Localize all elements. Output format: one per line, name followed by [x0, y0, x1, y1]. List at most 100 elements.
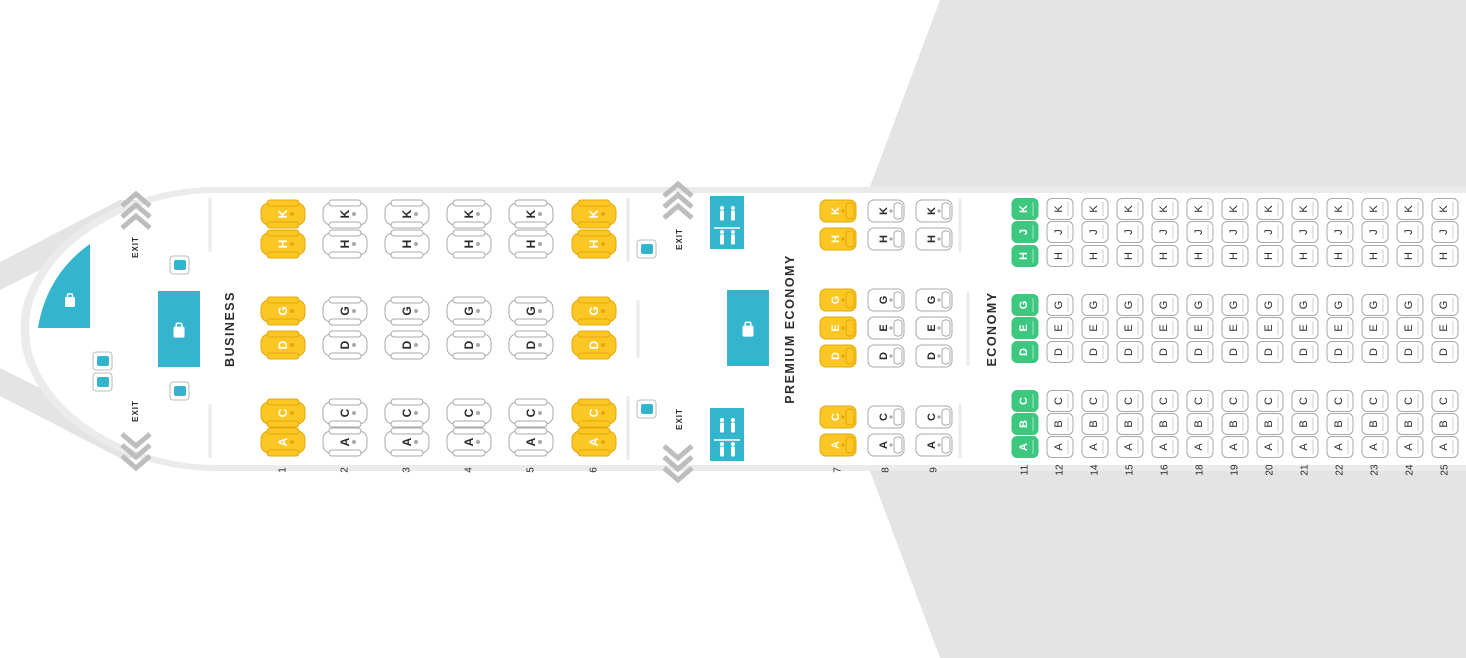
seat-letter: K: [1263, 205, 1275, 213]
business-seat-C: C: [508, 398, 554, 428]
economy-seat-B: B: [1151, 413, 1179, 435]
row-number: 9: [929, 467, 940, 473]
row-number: 20: [1265, 464, 1276, 476]
seat-letter: G: [1088, 301, 1100, 310]
seat-letter: H: [926, 235, 938, 243]
seat-letter: C: [1403, 397, 1415, 405]
seat-letter: G: [878, 296, 890, 305]
seat-letter: C: [400, 408, 414, 417]
economy-seat-D: D: [1361, 341, 1389, 363]
seat-letter: D: [830, 352, 842, 360]
seat-letter: E: [1438, 324, 1450, 331]
seat-letter: K: [1403, 205, 1415, 213]
seat-letter: G: [524, 306, 538, 315]
seat-letter: A: [878, 441, 890, 449]
seat-letter: K: [1438, 205, 1450, 213]
seat-letter: A: [1193, 443, 1205, 451]
business-seat-A: A: [571, 427, 617, 457]
seat-letter: H: [1298, 252, 1310, 260]
seat-letter: A: [462, 437, 476, 446]
seat-letter: B: [1333, 420, 1345, 427]
economy-seat-H: H: [1186, 245, 1214, 267]
business-seat-H: H: [384, 229, 430, 259]
seat-letter: H: [1333, 252, 1345, 260]
exit-chevron-icon: [662, 444, 694, 484]
seat-letter: H: [276, 240, 290, 249]
economy-seat-G: G: [1291, 294, 1319, 316]
row-number: 19: [1230, 464, 1241, 476]
business-seat-K: K: [260, 199, 306, 229]
premium-seat-G: G: [819, 288, 857, 312]
seat-letter: K: [1228, 205, 1240, 213]
business-seat-D: D: [384, 330, 430, 360]
seat-letter: A: [1123, 443, 1135, 451]
exit-chevron-icon: [120, 190, 152, 230]
seat-letter: C: [926, 413, 938, 421]
seat-letter: J: [1053, 229, 1065, 235]
seat-letter: D: [524, 340, 538, 349]
seat-letter: J: [1018, 229, 1030, 235]
seat-letter: D: [878, 352, 890, 360]
economy-seat-J: J: [1151, 221, 1179, 243]
seat-letter: D: [587, 340, 601, 349]
economy-seat-J: J: [1361, 221, 1389, 243]
wing-top: [868, 0, 1466, 192]
premium-seat-K: K: [867, 199, 905, 223]
seat-letter: C: [1158, 397, 1170, 405]
premium-seat-H: H: [819, 227, 857, 251]
economy-seat-E: E: [1431, 317, 1459, 339]
seat-letter: G: [1298, 301, 1310, 310]
seat-letter: K: [1018, 205, 1030, 213]
crew-seat-icon: [169, 381, 190, 401]
seat-letter: H: [587, 240, 601, 249]
business-seat-C: C: [571, 398, 617, 428]
seat-letter: B: [1368, 420, 1380, 427]
economy-seat-H: H: [1221, 245, 1249, 267]
person-glyph: [720, 418, 724, 433]
business-seat-G: G: [508, 296, 554, 326]
economy-seat-D: D: [1011, 341, 1039, 363]
seat-letter: A: [1018, 443, 1030, 451]
economy-seat-G: G: [1046, 294, 1074, 316]
seat-letter: H: [830, 235, 842, 243]
person-glyph: [720, 230, 724, 245]
economy-seat-A: A: [1221, 436, 1249, 458]
seat-letter: K: [878, 207, 890, 215]
seat-letter: G: [1263, 301, 1275, 310]
seat-letter: K: [830, 207, 842, 215]
row-number: 18: [1195, 464, 1206, 476]
seat-letter: G: [400, 306, 414, 315]
seat-letter: G: [1228, 301, 1240, 310]
economy-seat-K: K: [1116, 198, 1144, 220]
seat-letter: H: [1158, 252, 1170, 260]
seat-letter: C: [1298, 397, 1310, 405]
bag-glyph: [65, 293, 75, 307]
seat-letter: H: [524, 240, 538, 249]
seat-letter: E: [1158, 324, 1170, 331]
person-glyph: [731, 418, 735, 433]
seat-letter: C: [1263, 397, 1275, 405]
economy-seat-C: C: [1256, 390, 1284, 412]
crew-seat-icon: [92, 351, 113, 371]
seat-letter: H: [1368, 252, 1380, 260]
business-seat-K: K: [384, 199, 430, 229]
seat-letter: G: [1158, 301, 1170, 310]
row-number: 2: [340, 467, 351, 473]
business-seat-K: K: [571, 199, 617, 229]
exit-chevron-icon: [120, 432, 152, 472]
business-seat-D: D: [446, 330, 492, 360]
economy-seat-H: H: [1396, 245, 1424, 267]
economy-seat-J: J: [1081, 221, 1109, 243]
seat-letter: B: [1228, 420, 1240, 427]
seat-letter: D: [462, 340, 476, 349]
economy-seat-K: K: [1326, 198, 1354, 220]
economy-seat-B: B: [1221, 413, 1249, 435]
row-number: 15: [1125, 464, 1136, 476]
seat-letter: H: [1053, 252, 1065, 260]
seat-letter: J: [1403, 229, 1415, 235]
seat-letter: J: [1088, 229, 1100, 235]
economy-seat-J: J: [1431, 221, 1459, 243]
galley-icon: [38, 244, 90, 328]
economy-seat-B: B: [1256, 413, 1284, 435]
seat-letter: C: [1368, 397, 1380, 405]
